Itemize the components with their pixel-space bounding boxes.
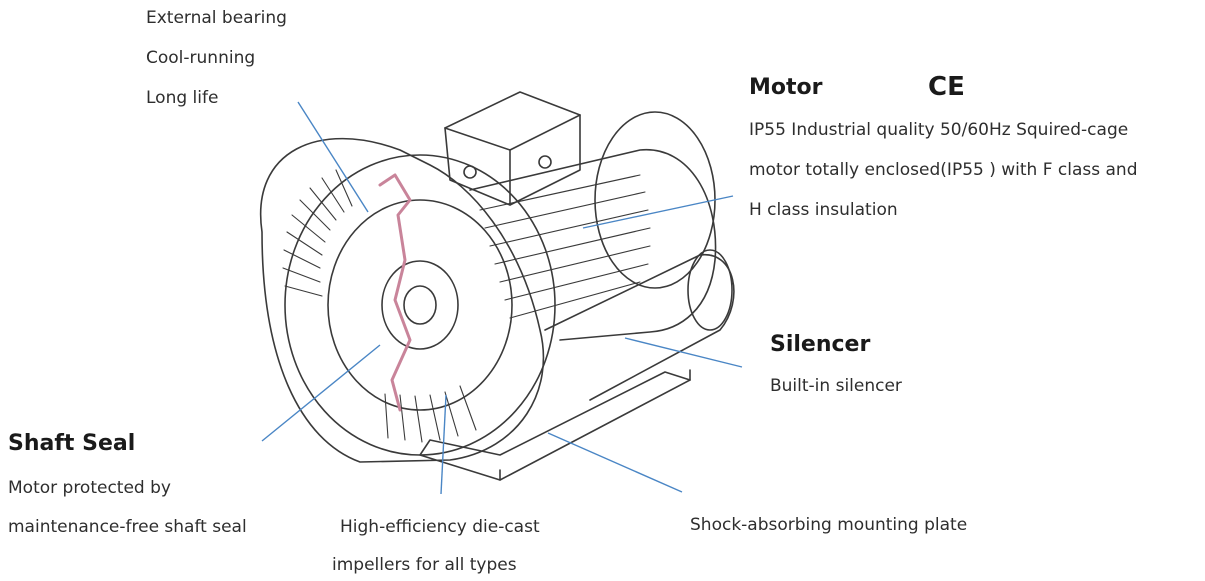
- shaft-seal-desc-1: Motor protected by: [8, 478, 171, 498]
- motor-endcap: [594, 111, 716, 289]
- motor-desc-3: H class insulation: [749, 200, 898, 220]
- leader-mounting: [547, 432, 683, 493]
- silencer-title: Silencer: [770, 332, 871, 357]
- seal-outline: [378, 173, 412, 412]
- motor-title: Motor: [749, 75, 823, 100]
- housing-inner: [327, 199, 513, 411]
- impellers-desc-1: High-efficiency die-cast: [340, 517, 540, 537]
- terminal-box: [444, 91, 581, 206]
- leader-bearing: [297, 101, 369, 213]
- shaft-seal-title: Shaft Seal: [8, 431, 136, 456]
- bearing-label-3: Long life: [146, 88, 219, 108]
- silencer-body: [544, 254, 735, 401]
- impeller-core: [403, 285, 437, 325]
- shaft-seal-desc-2: maintenance-free shaft seal: [8, 517, 247, 537]
- mounting-desc: Shock-absorbing mounting plate: [690, 515, 968, 535]
- bearing-label-1: External bearing: [146, 8, 287, 28]
- impeller-hub: [381, 260, 459, 350]
- leader-motor: [582, 195, 734, 229]
- leader-silencer: [624, 337, 743, 368]
- motor-body: [469, 149, 717, 341]
- leader-shaft-seal: [261, 344, 381, 442]
- housing-outline: [259, 137, 545, 463]
- bearing-label-2: Cool-running: [146, 48, 256, 68]
- motor-desc-1: IP55 Industrial quality 50/60Hz Squired-…: [749, 120, 1129, 140]
- leader-impellers: [440, 394, 447, 495]
- motor-desc-2: motor totally enclosed(IP55 ) with F cla…: [749, 160, 1138, 180]
- impellers-desc-2: impellers for all types: [332, 555, 517, 575]
- silencer-desc: Built-in silencer: [770, 376, 902, 396]
- ce-mark: CE: [928, 72, 965, 102]
